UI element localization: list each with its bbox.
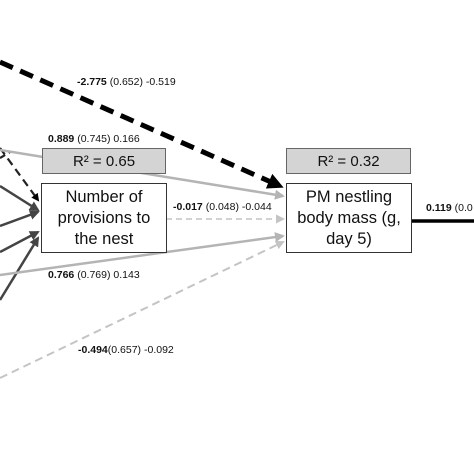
arrow-dashed-to-provisions (0, 147, 40, 202)
coef-mass-out-se: (0.0 (454, 202, 473, 214)
coef-provisions-to-mass-est: -0.017 (173, 201, 203, 213)
body-mass-r2-box: R² = 0.32 (286, 148, 411, 174)
coef-provisions-to-mass-se: (0.048) (205, 201, 239, 213)
body-mass-label-line-1: PM nestling (305, 187, 393, 206)
arrow-solid-to-provisions-3 (0, 230, 40, 254)
arrow-solid-to-provisions-2 (0, 210, 40, 228)
provisions-label-line-2: provisions to (57, 208, 151, 227)
coef-to-provisions-top-se: (0.745) (77, 133, 111, 145)
body-mass-r2: R² = 0.32 (317, 152, 380, 170)
arrow-solid-to-provisions-4 (0, 236, 40, 301)
arrow-top-to-mass (0, 59, 284, 189)
coef-to-mass-bottom: -0.494(0.657) -0.092 (78, 344, 174, 356)
coef-to-mass-middle-se: (0.769) (77, 269, 111, 281)
coef-provisions-to-mass-std: -0.044 (241, 201, 272, 213)
coef-to-provisions-top-est: 0.889 (48, 133, 75, 145)
arrow-bottom-to-mass (0, 240, 285, 379)
body-mass-node: PM nestling body mass (g, day 5) (286, 183, 412, 253)
coef-to-mass-middle-est: 0.766 (48, 269, 75, 281)
provisions-label-line-1: Number of (65, 187, 143, 206)
provisions-node: Number of provisions to the nest (41, 183, 167, 253)
coef-top-to-mass-est: -2.775 (77, 76, 107, 88)
arrow-solid-to-provisions-1 (0, 184, 40, 212)
coef-to-mass-middle-std: 0.143 (113, 269, 140, 281)
body-mass-label-line-3: day 5) (326, 229, 372, 248)
coef-top-to-mass-std: -0.519 (145, 76, 176, 88)
coef-top-to-mass: -2.775 (0.652) -0.519 (77, 76, 176, 88)
coef-mass-out-est: 0.119 (426, 202, 452, 214)
coef-to-mass-bottom-se: (0.657) (107, 344, 142, 356)
arrow-gray-middle-to-mass (0, 232, 285, 277)
coef-mass-out: 0.119 (0.0 (424, 202, 474, 214)
coef-top-to-mass-se: (0.652) (109, 76, 143, 88)
coef-to-provisions-top: 0.889 (0.745) 0.166 (48, 133, 140, 145)
coef-to-provisions-top-std: 0.166 (113, 133, 140, 145)
provisions-r2-box: R² = 0.65 (42, 148, 166, 174)
arrow-dashed-to-provisions-2 (0, 151, 11, 159)
provisions-label-line-3: the nest (74, 229, 134, 248)
provisions-r2: R² = 0.65 (72, 152, 136, 170)
coef-provisions-to-mass: -0.017 (0.048) -0.044 (171, 201, 274, 213)
coef-to-mass-bottom-std: -0.092 (143, 344, 174, 356)
coef-to-mass-middle: 0.766 (0.769) 0.143 (48, 269, 140, 281)
coef-to-mass-bottom-est: -0.494 (78, 344, 108, 356)
body-mass-label-line-2: body mass (g, (297, 208, 401, 227)
